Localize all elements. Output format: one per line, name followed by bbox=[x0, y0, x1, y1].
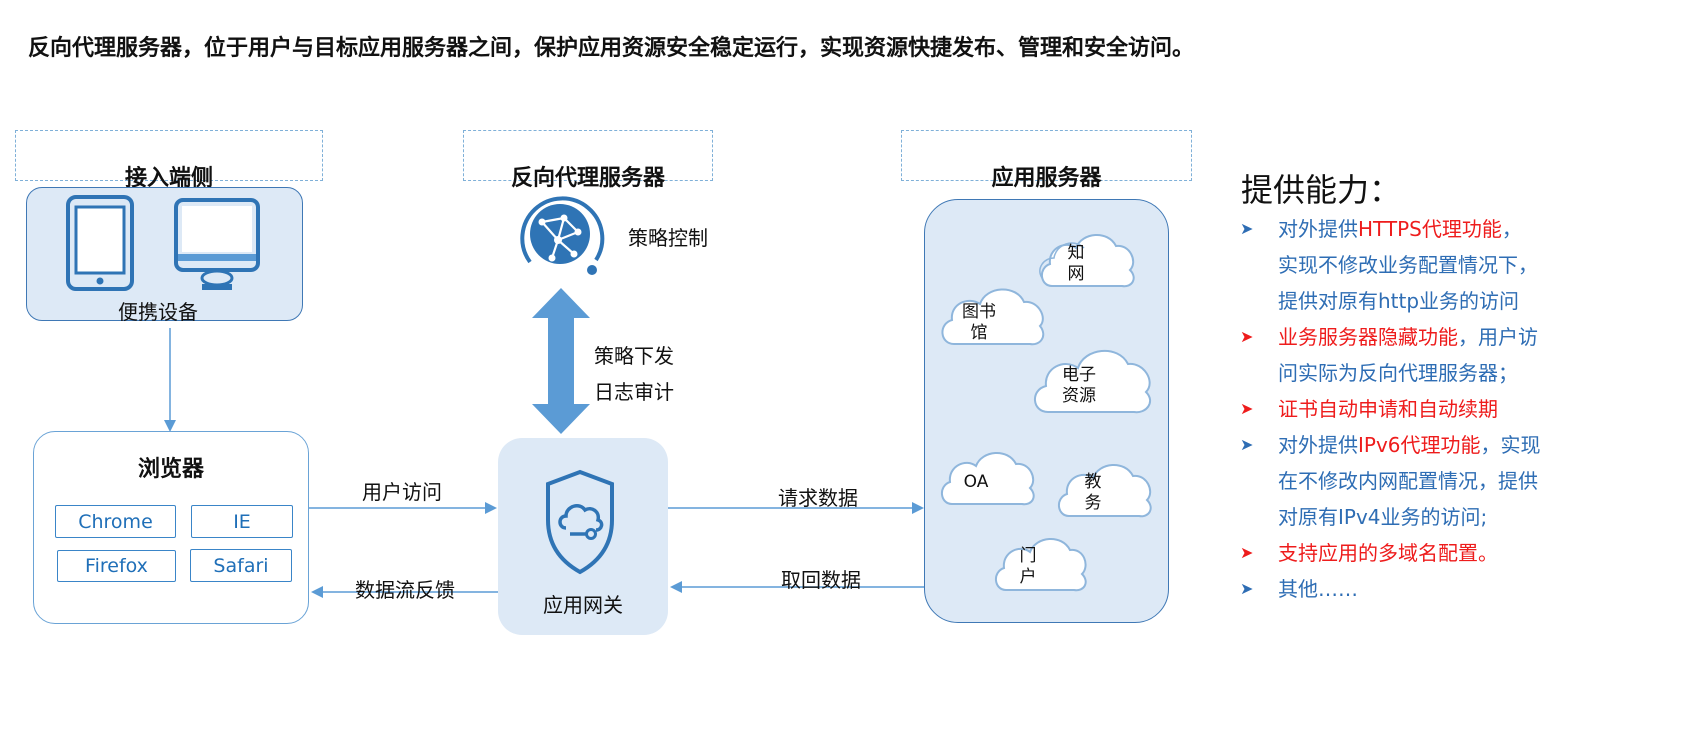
cloud-label-cnki: 知 网 bbox=[1067, 243, 1085, 284]
capability-text: 在不修改内网配置情况，提供 bbox=[1278, 463, 1538, 499]
capability-line: ➤ 业务服务器隐藏功能，用户访 bbox=[1240, 319, 1700, 355]
section-label-proxy-text: 反向代理服务器 bbox=[510, 166, 665, 191]
capability-line: ➤ 对外提供IPv6代理功能，实现 bbox=[1240, 427, 1700, 463]
browser-chip-safari: Safari bbox=[190, 549, 292, 582]
capability-segment: 问实际为反向代理服务器； bbox=[1278, 361, 1518, 385]
capability-text: 支持应用的多域名配置。 bbox=[1278, 535, 1498, 571]
devices-label: 便携设备 bbox=[118, 300, 198, 324]
section-label-client: 接入端侧 bbox=[15, 130, 323, 191]
capability-line: ➤ 对外提供HTTPS代理功能， bbox=[1240, 211, 1700, 247]
capability-line: 提供对原有http业务的访问 bbox=[1240, 283, 1700, 319]
capability-text: 证书自动申请和自动续期 bbox=[1278, 391, 1498, 427]
capability-text: 提供对原有http业务的访问 bbox=[1278, 283, 1519, 319]
capability-line: 在不修改内网配置情况，提供 bbox=[1240, 463, 1700, 499]
browser-chip-firefox: Firefox bbox=[57, 550, 176, 582]
cloud-icon bbox=[941, 452, 1035, 506]
capability-segment: ，用户访 bbox=[1458, 325, 1538, 349]
browser-chip-ie: IE bbox=[191, 505, 293, 538]
cloud-label-library: 图书 馆 bbox=[962, 302, 996, 343]
capability-segment: ， bbox=[1501, 217, 1522, 241]
arrow-bullet-icon: ➤ bbox=[1240, 435, 1254, 454]
cloud-label-e-resources: 电子 资源 bbox=[1062, 365, 1096, 406]
cloud-label-portal: 门 户 bbox=[1019, 546, 1037, 587]
capability-segment: HTTPS代理功能 bbox=[1358, 217, 1502, 241]
capability-segment: 支持应用的多域名配置。 bbox=[1278, 541, 1498, 565]
arrow-bullet-icon: ➤ bbox=[1240, 219, 1254, 238]
capability-text: 其他…… bbox=[1278, 571, 1358, 607]
section-label-app-text: 应用服务器 bbox=[991, 166, 1102, 191]
capability-text: 对外提供HTTPS代理功能， bbox=[1278, 211, 1522, 247]
cloud-label-oa: OA bbox=[963, 472, 989, 492]
capability-segment: ，实现 bbox=[1480, 433, 1541, 457]
user-access-arrow bbox=[309, 502, 497, 514]
capability-text: 问实际为反向代理服务器； bbox=[1278, 355, 1518, 391]
policy-globe-icon bbox=[520, 196, 605, 275]
capability-line: ➤ 支持应用的多域名配置。 bbox=[1240, 535, 1700, 571]
capability-segment: 对原有IPv4业务的访问; bbox=[1278, 505, 1488, 529]
bullet-spacer bbox=[1240, 499, 1278, 535]
gateway-label: 应用网关 bbox=[543, 593, 623, 617]
policy-double-arrow bbox=[532, 288, 590, 434]
capability-text: 对外提供IPv6代理功能，实现 bbox=[1278, 427, 1541, 463]
section-label-client-text: 接入端侧 bbox=[124, 166, 213, 191]
section-label-app: 应用服务器 bbox=[901, 130, 1192, 191]
tablet-icon bbox=[66, 195, 134, 291]
user-access-label: 用户访问 bbox=[362, 480, 442, 504]
capability-segment: IPv6代理功能 bbox=[1358, 433, 1481, 457]
browser-title: 浏览器 bbox=[137, 457, 204, 482]
capability-text: 对原有IPv4业务的访问; bbox=[1278, 499, 1487, 535]
policy-dispatch-label: 策略下发 bbox=[594, 344, 674, 368]
arrow-bullet-icon: ➤ bbox=[1240, 543, 1254, 562]
capability-text: 业务服务器隐藏功能，用户访 bbox=[1278, 319, 1538, 355]
monitor-icon bbox=[174, 198, 260, 290]
capability-segment: 实现不修改业务配置情况下， bbox=[1278, 253, 1538, 277]
capability-segment: 在不修改内网配置情况，提供 bbox=[1278, 469, 1538, 493]
capability-line: 对原有IPv4业务的访问; bbox=[1240, 499, 1700, 535]
cloud-icon bbox=[1039, 234, 1135, 288]
arrow-bullet-icon: ➤ bbox=[1240, 399, 1254, 418]
bullet-spacer bbox=[1240, 463, 1278, 499]
capability-line: 问实际为反向代理服务器； bbox=[1240, 355, 1700, 391]
gateway-shield-icon bbox=[546, 469, 614, 575]
cloud-icon bbox=[995, 538, 1087, 592]
data-feedback-arrow bbox=[311, 586, 499, 598]
bullet-spacer bbox=[1240, 247, 1278, 283]
capability-segment: 证书自动申请和自动续期 bbox=[1278, 397, 1498, 421]
cloud-icon bbox=[941, 288, 1045, 346]
page-title: 反向代理服务器，位于用户与目标应用服务器之间，保护应用资源安全稳定运行，实现资源… bbox=[28, 36, 1195, 61]
capabilities-list: ➤对外提供HTTPS代理功能，实现不修改业务配置情况下，提供对原有http业务的… bbox=[1240, 211, 1700, 607]
section-label-proxy: 反向代理服务器 bbox=[463, 130, 713, 191]
browser-chip-chrome: Chrome bbox=[55, 505, 176, 538]
cloud-label-academic-affairs: 教 务 bbox=[1084, 472, 1102, 513]
bullet-spacer bbox=[1240, 355, 1278, 391]
cloud-icon bbox=[1058, 464, 1152, 518]
cloud-icon bbox=[1034, 349, 1152, 414]
capability-segment: 提供对原有http业务的访问 bbox=[1278, 289, 1520, 313]
policy-control-label: 策略控制 bbox=[628, 226, 708, 250]
request-data-label: 请求数据 bbox=[778, 486, 858, 510]
capability-line: ➤ 其他…… bbox=[1240, 571, 1700, 607]
fetch-data-arrow bbox=[670, 581, 926, 593]
log-audit-label: 日志审计 bbox=[594, 380, 674, 404]
arrow-bullet-icon: ➤ bbox=[1240, 579, 1254, 598]
data-feedback-label: 数据流反馈 bbox=[355, 578, 455, 602]
capability-text: 实现不修改业务配置情况下， bbox=[1278, 247, 1538, 283]
capability-segment: 对外提供 bbox=[1278, 217, 1358, 241]
devices-to-browser-arrow bbox=[164, 328, 176, 432]
capability-segment: 业务服务器隐藏功能 bbox=[1278, 325, 1458, 349]
capability-line: ➤ 证书自动申请和自动续期 bbox=[1240, 391, 1700, 427]
capability-segment: 其他…… bbox=[1278, 577, 1358, 601]
fetch-data-label: 取回数据 bbox=[781, 568, 861, 592]
arrow-bullet-icon: ➤ bbox=[1240, 327, 1254, 346]
capability-line: 实现不修改业务配置情况下， bbox=[1240, 247, 1700, 283]
capabilities-title: 提供能力： bbox=[1241, 171, 1402, 209]
capability-segment: 对外提供 bbox=[1278, 433, 1358, 457]
bullet-spacer bbox=[1240, 283, 1278, 319]
request-data-arrow bbox=[668, 502, 924, 514]
